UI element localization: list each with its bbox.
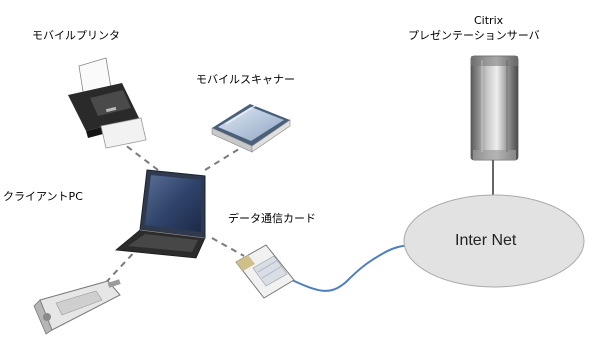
server-label-line2: プレゼンテーションサーバ bbox=[408, 29, 540, 42]
internet-label: Inter Net bbox=[455, 232, 517, 249]
server-tower-icon bbox=[470, 55, 519, 161]
client-pc-label: クライアントPC bbox=[3, 190, 83, 203]
edge-datacard-internet-cable bbox=[291, 244, 411, 292]
mobile-printer-label: モバイルプリンタ bbox=[32, 29, 120, 42]
edge-pc-scanner bbox=[204, 143, 248, 171]
usb-device-icon bbox=[33, 279, 121, 335]
laptop-icon bbox=[115, 169, 206, 259]
mobile-scanner-label: モバイルスキャナー bbox=[196, 73, 295, 86]
scanner-icon bbox=[211, 103, 291, 153]
server-label-line1: Citrix bbox=[474, 14, 504, 27]
internet-cloud bbox=[403, 194, 585, 288]
pc-card-icon bbox=[235, 244, 295, 299]
edge-pc-datacard bbox=[211, 237, 245, 257]
printer-icon bbox=[68, 57, 147, 149]
data-card-label: データ通信カード bbox=[228, 212, 316, 225]
